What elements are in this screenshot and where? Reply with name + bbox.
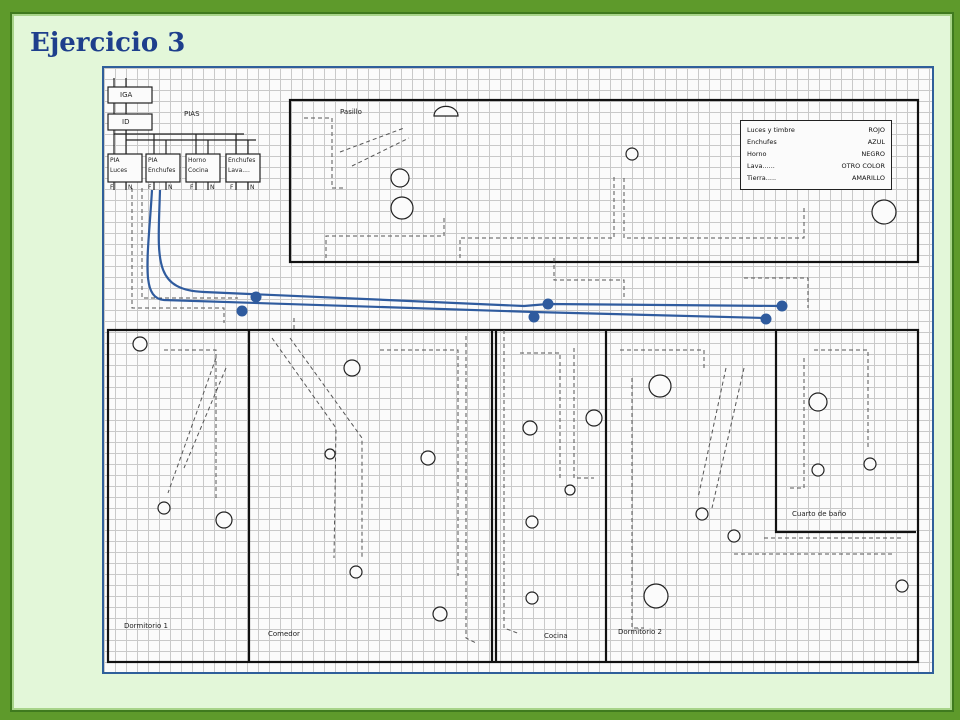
iga-label: IGA [120,91,133,99]
floor-plan-drawing [106,78,920,664]
legend-label: Enchufes [747,138,777,146]
legend-color: AZUL [867,138,885,146]
breaker-2-line2: Enchufes [148,167,176,174]
room-label-dormitorio-2: Dormitorio 2 [618,628,663,636]
breaker-lava [225,153,261,183]
wire-color-legend: Luces y timbre ROJO Enchufes AZUL Horno … [740,120,892,190]
lower-rooms [106,328,920,664]
breaker-1-line2: Luces [110,167,128,174]
terminal-3: F [148,184,152,191]
breaker-4-line1: Enchufes [228,157,256,164]
id-label: ID [122,118,130,126]
terminal-4: N [168,184,173,191]
iga-box [107,86,153,104]
terminal-6: N [210,184,215,191]
legend-color: NEGRO [861,150,885,158]
legend-label: Lava...... [747,162,775,170]
page-title: Ejercicio 3 [30,28,186,58]
breaker-4-line2: Lava.... [228,167,250,174]
room-label-pasillo: Pasillo [340,108,362,116]
pias-label: PIAS [184,110,200,118]
breaker-horno [185,153,221,183]
legend-color: ROJO [868,126,885,134]
room-label-cocina: Cocina [544,632,568,640]
breaker-1-line1: PIA [110,157,120,164]
terminal-7: F [230,184,234,191]
id-box [107,113,153,131]
legend-color: OTRO COLOR [841,162,885,170]
breaker-enchufes [145,153,181,183]
room-label-bano: Cuarto de baño [792,510,847,518]
breaker-2-line1: PIA [148,157,158,164]
breaker-luces [107,153,143,183]
legend-label: Luces y timbre [747,126,795,134]
bell-icon [433,105,459,117]
terminal-5: F [190,184,194,191]
floor-plan-sheet: IGA ID PIAS PIA Luces PIA Enchufes Horno… [102,66,934,674]
breaker-3-line1: Horno [188,157,207,164]
legend-label: Tierra..... [747,174,777,182]
terminal-1: F [110,184,114,191]
room-label-comedor: Comedor [268,630,300,638]
room-label-dormitorio-1: Dormitorio 1 [124,622,169,630]
legend-label: Horno [747,150,767,158]
pasillo-room [288,98,920,264]
breaker-3-line2: Cocina [188,167,209,174]
enchufes-cables [146,189,783,320]
terminal-2: N [128,184,133,191]
legend-color: AMARILLO [851,174,885,182]
terminal-8: N [250,184,255,191]
